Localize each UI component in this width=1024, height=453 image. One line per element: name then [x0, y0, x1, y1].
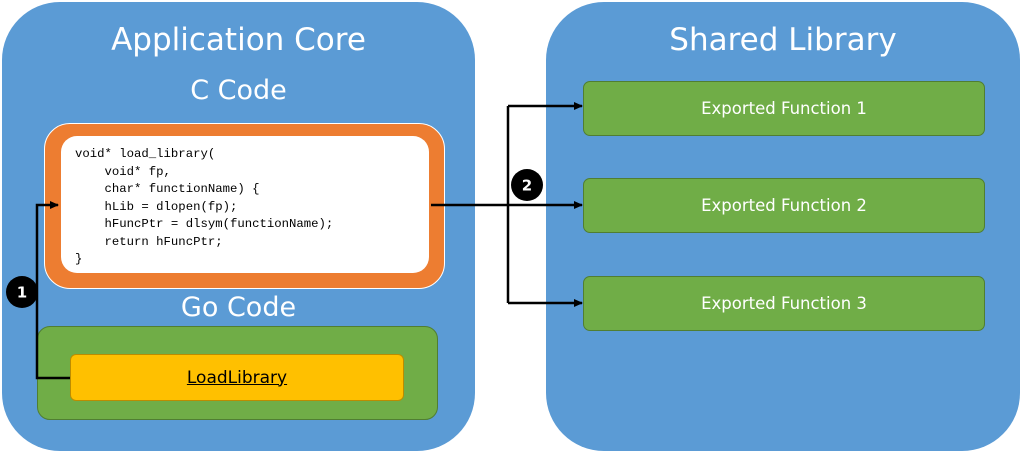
- go-code-title: Go Code: [180, 292, 297, 323]
- code-line: hLib = dlopen(fp);: [75, 199, 238, 214]
- exported-function-2-box[interactable]: Exported Function 2: [583, 178, 985, 233]
- code-line: void* fp,: [75, 164, 171, 179]
- step-2-number: 2: [522, 177, 532, 195]
- step-2-badge: 2: [511, 169, 543, 201]
- code-line: }: [75, 252, 83, 266]
- loadlibrary-label: LoadLibrary: [186, 367, 288, 388]
- application-core-title: Application Core: [111, 22, 366, 58]
- code-line: hFuncPtr = dlsym(functionName);: [75, 217, 334, 231]
- step-1-badge: 1: [6, 276, 38, 308]
- code-line: void* load_library(: [75, 147, 216, 161]
- go-to-c-connector: [35, 201, 70, 380]
- c-code-title: C Code: [190, 75, 287, 106]
- loadlibrary-function-box[interactable]: LoadLibrary: [70, 354, 404, 401]
- step-1-number: 1: [17, 284, 27, 302]
- code-line: char* functionName) {: [75, 182, 260, 196]
- exported-function-2-label: Exported Function 2: [701, 196, 867, 215]
- exported-function-1-label: Exported Function 1: [701, 99, 867, 118]
- c-code-listing: void* load_library( void* fp, char* func…: [75, 146, 333, 269]
- shared-library-title: Shared Library: [669, 22, 897, 58]
- exported-function-3-label: Exported Function 3: [701, 294, 867, 313]
- c-code-box: [61, 136, 429, 273]
- exported-function-1-box[interactable]: Exported Function 1: [583, 81, 985, 136]
- exported-function-3-box[interactable]: Exported Function 3: [583, 276, 985, 331]
- code-line: return hFuncPtr;: [75, 234, 223, 249]
